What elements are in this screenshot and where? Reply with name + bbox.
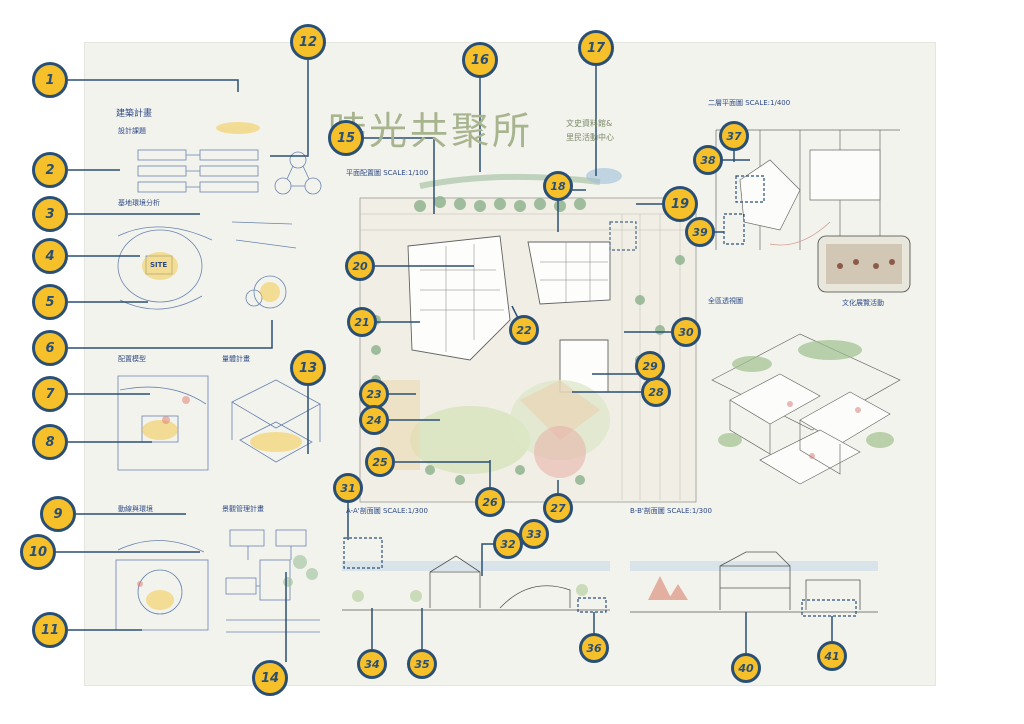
callout-39: 39 [685,217,715,247]
callout-31: 31 [333,473,363,503]
callout-24: 24 [359,405,389,435]
callout-36: 36 [579,633,609,663]
callout-8: 8 [32,424,68,460]
callout-41: 41 [817,641,847,671]
callout-12: 12 [290,24,326,60]
callout-11: 11 [32,612,68,648]
callout-37: 37 [719,121,749,151]
callout-7: 7 [32,376,68,412]
callout-32: 32 [493,529,523,559]
site-plan-heading: 平面配置圖 SCALE:1/100 [346,169,429,177]
callout-5: 5 [32,284,68,320]
callout-34: 34 [357,649,387,679]
mass-plan-heading: 量體計畫 [222,355,250,363]
callout-3: 3 [32,196,68,232]
perspective-heading: 全區透視圖 [708,297,743,305]
callout-20: 20 [345,251,375,281]
section-bb-heading: B-B'剖面圖 SCALE:1/300 [630,507,713,515]
callout-2: 2 [32,152,68,188]
callout-4: 4 [32,238,68,274]
design-concept-heading: 設計課題 [118,127,146,135]
callout-33: 33 [519,519,549,549]
callout-6: 6 [32,330,68,366]
callout-25: 25 [365,447,395,477]
callout-15: 15 [328,120,364,156]
circulation-heading: 動線與環境 [118,505,153,513]
callout-23: 23 [359,379,389,409]
callout-10: 10 [20,534,56,570]
callout-26: 26 [475,487,505,517]
callout-13: 13 [290,350,326,386]
callout-18: 18 [543,171,573,201]
callout-21: 21 [347,307,377,337]
plan-label: 建築計畫 [116,109,153,119]
layout-model-heading: 配置模型 [118,355,146,363]
callout-9: 9 [40,496,76,532]
second-floor-heading: 二層平面圖 SCALE:1/400 [708,99,791,107]
callout-1: 1 [32,62,68,98]
callout-14: 14 [252,660,288,696]
vignette-caption: 文化展覽活動 [842,299,884,307]
callout-35: 35 [407,649,437,679]
callout-27: 27 [543,493,573,523]
site-analysis-heading: 基地環境分析 [118,199,160,207]
section-aa-heading: A-A'剖面圖 SCALE:1/300 [346,507,428,515]
callout-38: 38 [693,145,723,175]
sheet-subtitle-1: 文史資料館& [566,119,613,128]
callout-17: 17 [578,30,614,66]
callout-30: 30 [671,317,701,347]
site-tag: SITE [150,261,168,269]
callout-40: 40 [731,653,761,683]
callout-19: 19 [662,186,698,222]
sheet-subtitle-2: 里民活動中心 [566,133,614,142]
landscape-heading: 景觀管理計畫 [222,505,264,513]
callout-28: 28 [641,377,671,407]
callout-16: 16 [462,42,498,78]
callout-29: 29 [635,351,665,381]
callout-22: 22 [509,315,539,345]
